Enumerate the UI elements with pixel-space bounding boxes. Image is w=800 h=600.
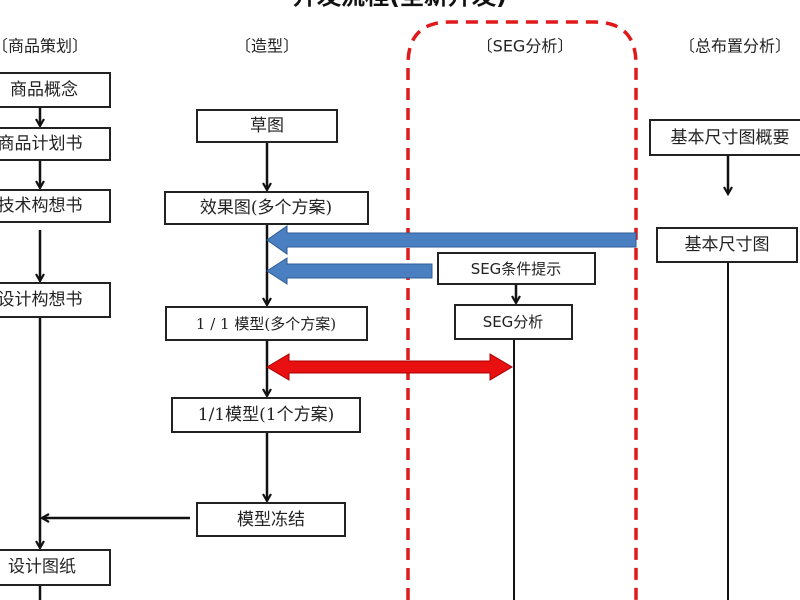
step-label: 模型冻结 xyxy=(237,510,305,530)
step-box: 模型冻结 xyxy=(196,502,346,537)
step-label: 效果图(多个方案) xyxy=(200,198,332,218)
step-box: SEG分析 xyxy=(454,304,573,340)
step-box: 设计构想书 xyxy=(0,282,111,318)
step-box: 草图 xyxy=(196,109,338,143)
step-label: 设计构想书 xyxy=(0,290,83,310)
step-box: 基本尺寸图 xyxy=(656,227,798,263)
header-seg: 〔SEG分析〕 xyxy=(477,37,574,56)
step-box: 效果图(多个方案) xyxy=(164,191,369,225)
step-box: 设计图纸 xyxy=(0,549,111,586)
step-box: 基本尺寸图概要 xyxy=(649,119,800,156)
step-box: 商品计划书 xyxy=(0,127,111,161)
step-label: 商品计划书 xyxy=(0,134,83,154)
header-styling: 〔造型〕 xyxy=(235,37,299,56)
header-layout: 〔总布置分析〕 xyxy=(679,37,791,56)
red-double-arrow xyxy=(266,353,513,381)
blue-arrow-seg-to-styling xyxy=(266,257,433,285)
step-box: 商品概念 xyxy=(0,72,111,108)
step-label: 技术构想书 xyxy=(0,196,83,216)
step-label: 1/1模型(1个方案) xyxy=(198,405,334,425)
step-box: SEG条件提示 xyxy=(437,252,596,285)
step-label: SEG分析 xyxy=(483,313,544,331)
step-label: 基本尺寸图 xyxy=(685,235,770,255)
step-box: 1/1模型(1个方案) xyxy=(171,397,361,433)
header-planning: 〔商品策划〕 xyxy=(0,37,88,56)
diagram-title: 开发流程(全新开发) xyxy=(293,0,507,10)
step-label: 商品概念 xyxy=(10,79,78,100)
step-label: 基本尺寸图概要 xyxy=(671,128,790,148)
step-label: 设计图纸 xyxy=(8,557,76,577)
step-box: 1 / 1 模型(多个方案) xyxy=(165,306,368,341)
step-label: 草图 xyxy=(250,116,284,136)
step-label: 1 / 1 模型(多个方案) xyxy=(196,315,336,333)
step-label: SEG条件提示 xyxy=(471,260,562,278)
blue-arrow-layout-to-styling xyxy=(266,225,637,255)
step-box: 技术构想书 xyxy=(0,189,111,223)
